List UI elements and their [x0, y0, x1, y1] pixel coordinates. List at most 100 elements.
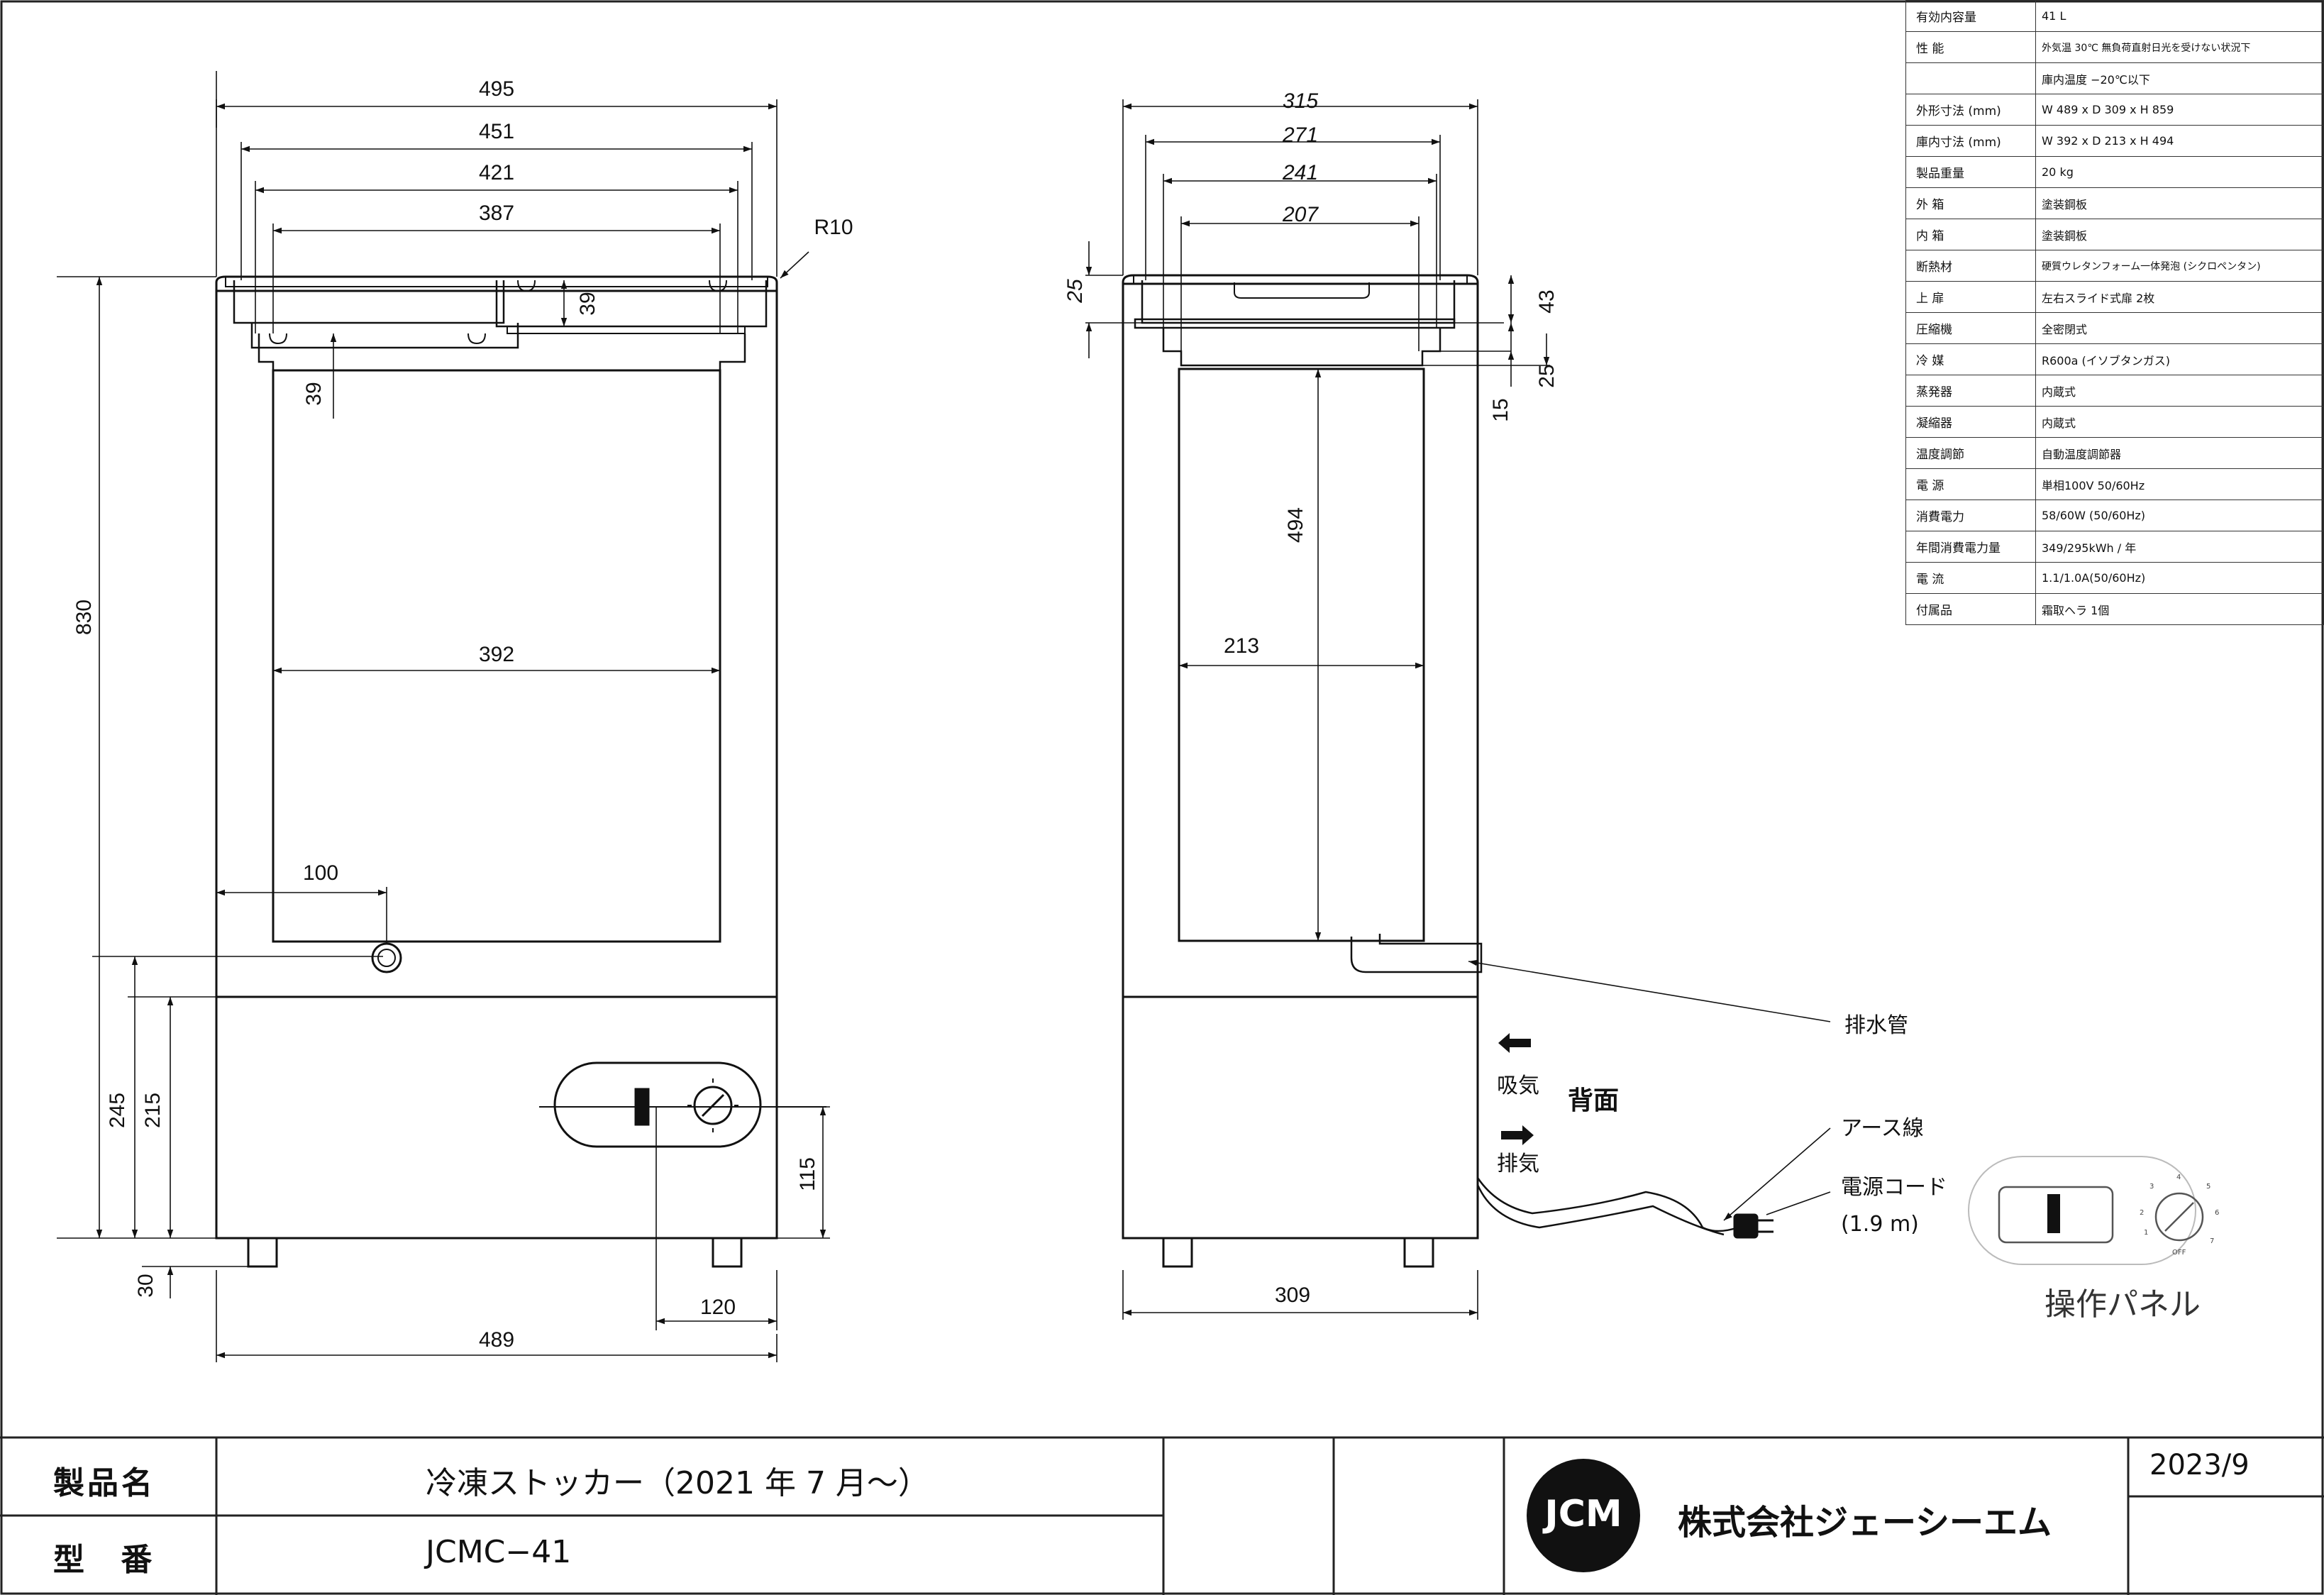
label-power-cord: 電源コード — [1841, 1175, 1947, 1200]
front-left-handle-2 — [467, 333, 486, 345]
spec-key: 温度調節 — [1905, 437, 2036, 469]
exhaust-arrow-icon — [1501, 1125, 1534, 1145]
spec-key: 外 箱 — [1905, 187, 2036, 219]
spec-row: 凝縮器内蔵式 — [1905, 406, 2324, 438]
front-panel-switch — [634, 1088, 650, 1126]
dim-39-left: 39 — [302, 382, 326, 405]
spec-key: 年間消費電力量 — [1905, 531, 2036, 563]
side-door-handle — [1234, 282, 1370, 299]
front-left-door-lower — [250, 323, 519, 349]
spec-value: R600a (イソブタンガス) — [2035, 343, 2324, 375]
front-foot-right — [712, 1237, 743, 1268]
panel-dial-grip — [2164, 1202, 2194, 1232]
dim-245: 245 — [106, 1093, 129, 1128]
dim-115: 115 — [796, 1157, 819, 1191]
dim-100: 100 — [303, 861, 338, 885]
spec-value: W 489 x D 309 x H 859 — [2035, 94, 2324, 126]
spec-key: 電 流 — [1905, 562, 2036, 594]
front-drain-inner — [377, 949, 396, 967]
dial-num-4: 4 — [2176, 1174, 2181, 1181]
product-name: 冷凍ストッカー（2021 年 7 月〜） — [426, 1465, 929, 1501]
front-left-door — [233, 280, 505, 324]
spec-row: 庫内温度 −20℃以下 — [1905, 62, 2324, 94]
dim-489: 489 — [479, 1328, 514, 1352]
dial-num-2: 2 — [2140, 1209, 2144, 1217]
side-foot-right — [1403, 1237, 1434, 1268]
spec-row: 内 箱塗装鋼板 — [1905, 219, 2324, 250]
spec-value: 単相100V 50/60Hz — [2035, 468, 2324, 500]
front-control-panel — [553, 1061, 762, 1148]
side-door-frame — [1141, 280, 1456, 324]
front-left-handle — [269, 333, 287, 345]
spec-value: 41 L — [2035, 0, 2324, 32]
spec-key — [1905, 62, 2036, 94]
front-foot-left — [247, 1237, 278, 1268]
dim-421: 421 — [479, 161, 514, 184]
dial-off: OFF — [2172, 1249, 2186, 1257]
spec-row: 温度調節自動温度調節器 — [1905, 437, 2324, 469]
dim-494: 494 — [1284, 507, 1307, 543]
dim-830: 830 — [72, 600, 96, 635]
dim-213: 213 — [1224, 634, 1259, 658]
spec-value: 1.1/1.0A(50/60Hz) — [2035, 562, 2324, 594]
spec-key: 蒸発器 — [1905, 375, 2036, 407]
side-inner-cavity — [1178, 368, 1425, 942]
operation-panel-detail: 1 2 3 4 5 6 7 OFF 操作パネル — [1968, 1156, 2219, 1323]
title-block: 製品名 冷凍ストッカー（2021 年 7 月〜） 型 番 JCMC−41 JCM… — [0, 1436, 2324, 1595]
spec-value: 塗装鋼板 — [2035, 187, 2324, 219]
panel-dial-icon — [2154, 1192, 2204, 1242]
dim-215: 215 — [141, 1093, 165, 1128]
intake-arrow-icon — [1498, 1033, 1531, 1053]
dial-num-7: 7 — [2210, 1237, 2214, 1245]
drawing-date: 2023/9 — [2149, 1449, 2250, 1481]
front-view — [215, 275, 826, 1268]
cord-leader — [1766, 1191, 1831, 1215]
panel-switch-frame — [1998, 1186, 2114, 1244]
drain-leader — [1468, 959, 1831, 1022]
spec-key: 凝縮器 — [1905, 406, 2036, 438]
dial-num-5: 5 — [2206, 1183, 2210, 1191]
panel-switch-icon — [2047, 1194, 2060, 1233]
spec-key: 性 能 — [1905, 31, 2036, 63]
company-name: 株式会社ジェーシーエム — [1678, 1503, 2052, 1542]
spec-value: 349/295kWh / 年 — [2035, 531, 2324, 563]
spec-key: 電 源 — [1905, 468, 2036, 500]
earth-leader — [1723, 1127, 1831, 1221]
dim-r10: R10 — [814, 216, 853, 239]
label-back: 背面 — [1568, 1086, 1619, 1115]
front-dimension-lines — [57, 71, 830, 1362]
spec-value: 左右スライド式扉 2枚 — [2035, 281, 2324, 313]
dim-30: 30 — [134, 1274, 157, 1297]
title-block-grid — [0, 1436, 2324, 1595]
spec-key: 上 扉 — [1905, 281, 2036, 313]
spec-key: 内 箱 — [1905, 219, 2036, 250]
dim-241: 241 — [1282, 161, 1318, 184]
spec-value: 自動温度調節器 — [2035, 437, 2324, 469]
side-dimension-lines — [1085, 99, 1831, 1320]
spec-row: 断熱材硬質ウレタンフォーム一体発泡 (シクロペンタン) — [1905, 250, 2324, 282]
side-inner-rim — [1162, 328, 1442, 367]
jcm-logo-circle — [1527, 1459, 1640, 1572]
jcm-logo-text: JCM — [1544, 1493, 1622, 1535]
label-intake: 吸気 — [1497, 1074, 1539, 1098]
side-drain-pipe — [1350, 934, 1483, 973]
spec-value: 内蔵式 — [2035, 375, 2324, 407]
spec-key: 有効内容量 — [1905, 0, 2036, 32]
label-cord-length: (1.9 m) — [1841, 1212, 1919, 1237]
spec-key: 付属品 — [1905, 593, 2036, 625]
spec-value: 霜取ヘラ 1個 — [2035, 593, 2324, 625]
panel-outline — [1968, 1156, 2196, 1265]
front-right-handle — [517, 280, 536, 292]
spec-key: 製品重量 — [1905, 156, 2036, 188]
spec-value: 外気温 30℃ 無負荷直射日光を受けない状況下 — [2035, 31, 2324, 63]
spec-key: 冷 媒 — [1905, 343, 2036, 375]
dim-387: 387 — [479, 202, 514, 225]
spec-value: 庫内温度 −20℃以下 — [2035, 62, 2324, 94]
spec-value: 全密閉式 — [2035, 312, 2324, 344]
